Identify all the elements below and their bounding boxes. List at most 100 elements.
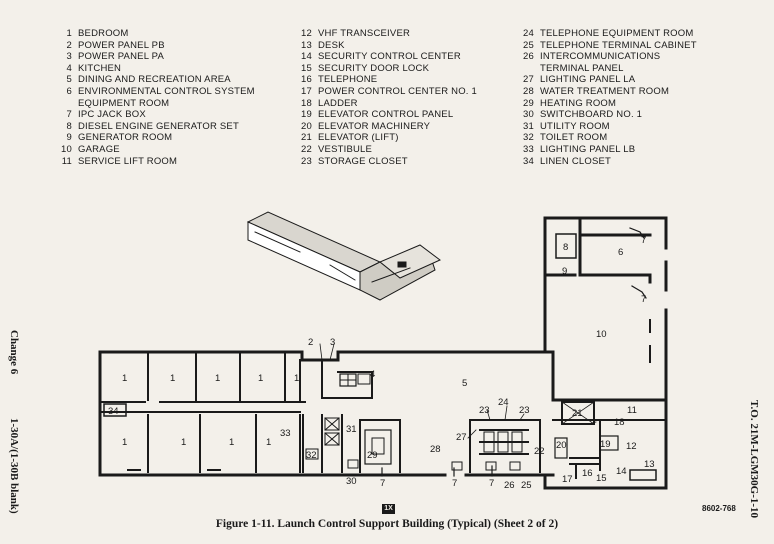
legend-item-number: 26 <box>523 51 534 63</box>
drawing-id: 8602-768 <box>702 504 736 513</box>
legend-item-text: SERVICE LIFT ROOM <box>78 155 178 167</box>
legend-item-number: 2 <box>66 39 72 51</box>
legend-item-number: 27 <box>523 74 534 86</box>
room-label-1-h: 1 <box>229 437 234 448</box>
legend-item-number: 31 <box>523 120 534 132</box>
legend-item: 5 DINING AND RECREATION AREA <box>50 74 290 86</box>
leader-lines <box>319 343 597 439</box>
legend-item-number: 1 <box>66 28 72 39</box>
legend-item: 23 STORAGE CLOSET <box>290 156 510 168</box>
legend-item-text: BEDROOM <box>78 28 129 39</box>
room-label-13: 13 <box>644 459 655 470</box>
legend-item-text: KITCHEN <box>78 62 122 74</box>
bedroom-walls <box>99 351 306 473</box>
legend-item-text: LIGHTING PANEL LA <box>540 74 636 86</box>
legend-item-text: ELEVATOR (LIFT) <box>318 132 399 144</box>
legend-item-number: 12 <box>301 28 312 39</box>
legend-item-text: DINING AND RECREATION AREA <box>78 74 231 86</box>
legend-item: 27 LIGHTING PANEL LA <box>512 74 712 86</box>
legend-item-text: VHF TRANSCEIVER <box>318 28 411 39</box>
legend-item-text: IPC JACK BOX <box>78 109 146 121</box>
room-label-21: 21 <box>572 408 583 419</box>
legend-item-number: 5 <box>66 74 72 86</box>
security-area-walls <box>552 401 667 481</box>
legend-item-number: 21 <box>301 132 312 144</box>
room-label-7-c: 7 <box>380 478 385 489</box>
room-label-27: 27 <box>456 432 467 443</box>
legend-item-number: 4 <box>66 62 72 74</box>
legend-item-text: STORAGE CLOSET <box>318 155 408 167</box>
legend-item-number: 34 <box>523 155 534 167</box>
legend-item: 12 VHF TRANSCEIVER <box>290 28 510 40</box>
legend-item-number: 3 <box>66 51 72 63</box>
legend-item-text: SECURITY CONTROL CENTER <box>318 51 461 63</box>
room-label-15: 15 <box>596 473 607 484</box>
room-label-32: 32 <box>306 450 317 461</box>
figure-caption: Figure 1-11. Launch Control Support Buil… <box>215 518 559 530</box>
main-wing-walls <box>98 350 668 490</box>
legend-item-number: 13 <box>301 39 312 51</box>
legend-item: 3 POWER PANEL PA <box>50 51 290 63</box>
room-label-18: 18 <box>614 417 625 428</box>
legend-item: 34 LINEN CLOSET <box>512 156 712 168</box>
legend-item-number: 16 <box>301 74 312 86</box>
legend-item-number: 14 <box>301 51 312 63</box>
legend-item-number: 11 <box>61 155 72 167</box>
kitchen-walls <box>321 359 373 399</box>
legend-item-number: 32 <box>523 132 534 144</box>
room-label-24: 24 <box>498 397 509 408</box>
room-label-31: 31 <box>346 424 357 435</box>
legend-item: 14 SECURITY CONTROL CENTER <box>290 51 510 63</box>
building-perspective-sketch <box>246 211 441 301</box>
legend-item-number: 18 <box>301 97 312 109</box>
legend-item: 16 TELEPHONE <box>290 74 510 86</box>
legend-item-text: SECURITY DOOR LOCK <box>318 62 430 74</box>
utility-walls <box>302 414 401 473</box>
legend-item-number: 28 <box>523 85 534 97</box>
legend-item-number: 20 <box>301 120 312 132</box>
room-label-4: 4 <box>370 369 375 380</box>
legend-item: 31 UTILITY ROOM <box>512 121 712 133</box>
room-label-22: 22 <box>534 446 545 457</box>
legend-item-number: 9 <box>66 132 72 144</box>
room-number-labels: 1 1 1 1 1 1 1 1 1 2 3 4 5 6 7 7 7 7 7 8 … <box>108 235 655 491</box>
room-label-14: 14 <box>616 466 627 477</box>
legend-item: 21 ELEVATOR (LIFT) <box>290 132 510 144</box>
room-label-30: 30 <box>346 476 357 487</box>
room-label-1-f: 1 <box>122 437 127 448</box>
legend-item-text: TELEPHONE <box>318 74 378 86</box>
room-label-5: 5 <box>462 378 467 389</box>
room-label-1-c: 1 <box>215 373 220 384</box>
legend-item-number: 7 <box>66 109 72 121</box>
room-label-1-a: 1 <box>122 373 127 384</box>
room-label-26: 26 <box>504 480 515 491</box>
legend-item-text: UTILITY ROOM <box>540 120 610 132</box>
room-label-8: 8 <box>563 242 568 253</box>
room-label-3: 3 <box>330 337 335 348</box>
legend-item-text: LINEN CLOSET <box>540 155 612 167</box>
room-label-16: 16 <box>582 468 593 479</box>
legend-item-number: 33 <box>523 143 534 155</box>
legend-item-number: 23 <box>301 155 312 167</box>
room-label-12: 12 <box>626 441 637 452</box>
equipment-room-walls <box>451 419 541 473</box>
legend-item-text: INTERCOMMUNICATIONS TERMINAL PANEL <box>540 51 661 74</box>
room-label-7-d: 7 <box>452 478 457 489</box>
legend-item-text: VESTIBULE <box>318 143 373 155</box>
legend-item-text: POWER PANEL PA <box>78 51 165 63</box>
room-label-17: 17 <box>562 474 573 485</box>
